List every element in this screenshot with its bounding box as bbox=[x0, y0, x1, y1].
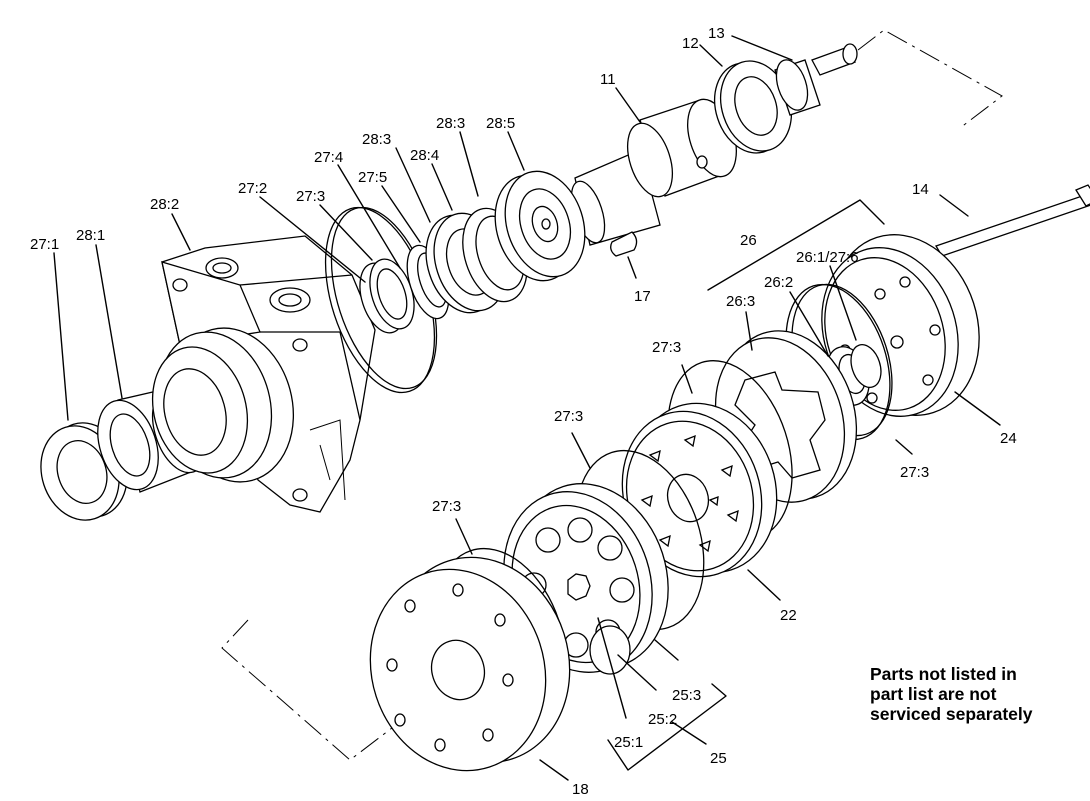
service-note-line-2: part list are not bbox=[870, 684, 997, 704]
label-28-4: 28:4 bbox=[410, 147, 439, 164]
part-11-shaft bbox=[570, 98, 737, 246]
label-18: 18 bbox=[572, 781, 589, 798]
label-28-3-a: 28:3 bbox=[362, 131, 391, 148]
label-27-3-d: 27:3 bbox=[554, 408, 583, 425]
part-22-valve-plate bbox=[621, 402, 778, 578]
label-26-3: 26:3 bbox=[726, 293, 755, 310]
label-25: 25 bbox=[710, 750, 727, 767]
label-28-2: 28:2 bbox=[150, 196, 179, 213]
label-12: 12 bbox=[682, 35, 699, 52]
label-26-2: 26:2 bbox=[764, 274, 793, 291]
leader-lines bbox=[53, 35, 1001, 781]
part-labels: 27:1 28:1 28:2 27:2 27:3 27:4 27:5 28:3 … bbox=[30, 25, 1017, 798]
label-17: 17 bbox=[634, 288, 651, 305]
label-27-3-a: 27:3 bbox=[296, 188, 325, 205]
label-27-2: 27:2 bbox=[238, 180, 267, 197]
label-27-3-c: 27:3 bbox=[900, 464, 929, 481]
label-26-1-27-6: 26:1/27:6 bbox=[796, 249, 859, 266]
service-note-line-1: Parts not listed in bbox=[870, 664, 1017, 684]
bracket-26 bbox=[707, 199, 885, 291]
label-27-1: 27:1 bbox=[30, 236, 59, 253]
label-25-2: 25:2 bbox=[648, 711, 677, 728]
label-28-5: 28:5 bbox=[486, 115, 515, 132]
label-26: 26 bbox=[740, 232, 757, 249]
label-14: 14 bbox=[912, 181, 929, 198]
part-27-2-seal bbox=[359, 258, 415, 334]
service-note-line-3: serviced separately bbox=[870, 704, 1033, 724]
service-note: Parts not listed in part list are not se… bbox=[870, 664, 1085, 724]
label-24: 24 bbox=[1000, 430, 1017, 447]
part-28-5-bearing bbox=[494, 170, 586, 282]
label-22: 22 bbox=[780, 607, 797, 624]
label-25-1: 25:1 bbox=[614, 734, 643, 751]
part-14-bolt bbox=[935, 184, 1090, 257]
label-28-1: 28:1 bbox=[76, 227, 105, 244]
axis-line-top bbox=[857, 29, 1003, 129]
bracket-25 bbox=[607, 683, 727, 771]
label-11: 11 bbox=[600, 71, 616, 88]
label-27-4: 27:4 bbox=[314, 149, 343, 166]
part-17-key bbox=[610, 231, 638, 257]
part-13-drive bbox=[774, 43, 858, 116]
label-27-3-b: 27:3 bbox=[652, 339, 681, 356]
part-12-gear bbox=[714, 60, 792, 154]
label-25-3: 25:3 bbox=[672, 687, 701, 704]
label-27-3-e: 27:3 bbox=[432, 498, 461, 515]
label-27-5: 27:5 bbox=[358, 169, 387, 186]
part-28-2-housing bbox=[151, 235, 376, 513]
label-28-3-b: 28:3 bbox=[436, 115, 465, 132]
part-18-end-plate bbox=[369, 556, 571, 772]
label-13: 13 bbox=[708, 25, 725, 42]
